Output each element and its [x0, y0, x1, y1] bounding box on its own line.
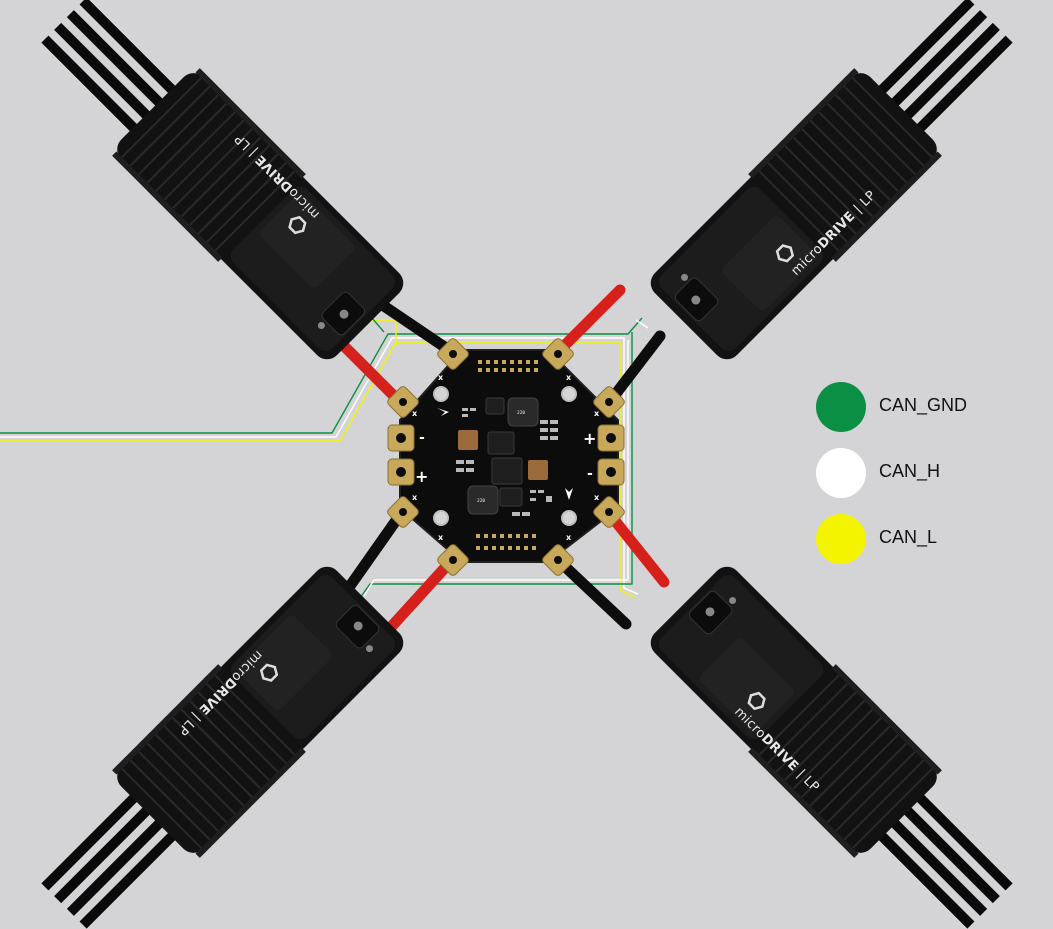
svg-text:x: x [566, 533, 572, 542]
can-h-swatch [816, 448, 866, 498]
hexagon-logo-icon [259, 663, 279, 682]
svg-text:x: x [438, 373, 444, 382]
capacitors [458, 430, 548, 480]
svg-text:+: + [583, 429, 596, 448]
legend-item-can-l: CAN_L [816, 514, 1036, 580]
esc-top-right: microDRIVE | LP [641, 0, 1035, 369]
legend-label-can-l: CAN_L [879, 527, 938, 547]
legend-label-can-gnd: CAN_GND [879, 395, 968, 415]
legend-label-can-h: CAN_H [879, 461, 941, 481]
direction-arrow-icon [437, 408, 573, 500]
can-h-wire [0, 337, 639, 595]
svg-text:220: 220 [517, 410, 525, 416]
svg-text:x: x [594, 493, 600, 502]
svg-text:-: - [587, 466, 593, 482]
can-bus-wiring [0, 317, 649, 599]
hexagon-logo-icon [288, 215, 307, 235]
can-legend: CAN_GND CAN_H CAN_L [816, 382, 1036, 580]
svg-text:x: x [566, 373, 572, 382]
inductor-top: 220 [507, 397, 539, 427]
svg-text:-: - [419, 430, 425, 446]
can-gnd-swatch [816, 382, 866, 432]
svg-text:x: x [438, 533, 444, 542]
esc-top-left: microDRIVE | LP [19, 0, 413, 369]
polarity-markings: - + + - x x x x x x x x [412, 373, 600, 542]
power-distribution-board: 220 220 - [387, 338, 625, 576]
header-pins-top [478, 360, 538, 372]
svg-text:x: x [594, 409, 600, 418]
legend-item-can-h: CAN_H [816, 448, 1036, 514]
svg-text:220: 220 [477, 498, 485, 504]
can-l-swatch [816, 514, 866, 564]
can-gnd-wire [0, 317, 643, 434]
hexagon-logo-icon [747, 691, 766, 711]
can-l-wire [0, 341, 637, 599]
esc-bottom-right: microDRIVE | LP [641, 557, 1035, 929]
esc-bottom-left: microDRIVE | LP [19, 557, 413, 929]
inductor-bottom: 220 [467, 485, 499, 515]
legend-item-can-gnd: CAN_GND [816, 382, 1036, 448]
power-leads [334, 284, 670, 632]
pdb-outline [399, 349, 619, 563]
svg-text:x: x [412, 409, 418, 418]
smd-components [456, 408, 558, 516]
svg-text:+: + [415, 467, 428, 486]
ic-chips [485, 397, 523, 507]
mounting-holes [433, 386, 577, 526]
header-pins-bottom [476, 534, 536, 550]
hexagon-logo-icon [775, 244, 795, 263]
svg-text:x: x [412, 493, 418, 502]
